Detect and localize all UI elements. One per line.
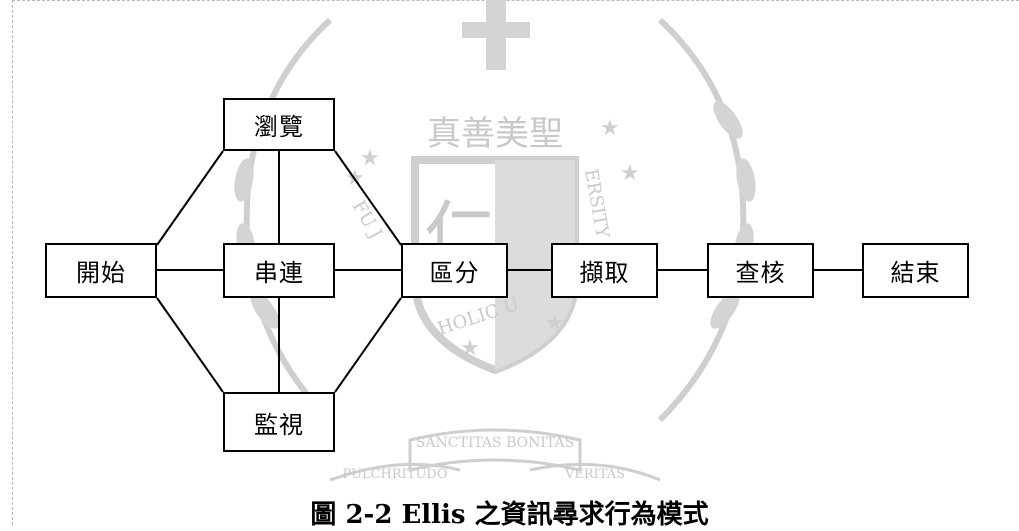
node-start: 開始 (45, 243, 157, 298)
node-differentiate: 區分 (401, 243, 508, 298)
node-browse: 瀏覽 (223, 98, 335, 151)
edge-monitor-differentiate (334, 297, 402, 393)
frame-top-border (12, 0, 1019, 1)
node-chain: 串連 (223, 243, 335, 298)
watermark-ribbon-3: VERITAS (564, 467, 625, 482)
svg-text:★: ★ (360, 146, 380, 171)
figure-caption: 圖 2-2 Ellis 之資訊尋求行為模式 (310, 500, 709, 530)
svg-text:★: ★ (620, 161, 640, 186)
watermark-motto-top: 真善美聖 (427, 114, 563, 154)
node-end: 結束 (862, 243, 969, 298)
university-seal-watermark: 真善美聖 仁 SANCTITAS BONITAS PULCHRITUDO VER… (234, 0, 756, 482)
node-extract: 擷取 (551, 243, 658, 298)
node-monitor: 監視 (223, 392, 335, 452)
svg-text:★: ★ (545, 311, 565, 336)
svg-text:★: ★ (600, 116, 620, 141)
edge-browse-differentiate (334, 150, 402, 246)
edge-start-monitor (156, 297, 224, 393)
svg-text:★: ★ (460, 336, 480, 361)
watermark-ribbon-2: PULCHRITUDO (342, 467, 447, 482)
frame-left-border (12, 0, 13, 525)
node-verify: 查核 (707, 243, 814, 298)
edge-start-browse (156, 150, 224, 246)
watermark-ribbon-1: SANCTITAS BONITAS (416, 435, 574, 451)
